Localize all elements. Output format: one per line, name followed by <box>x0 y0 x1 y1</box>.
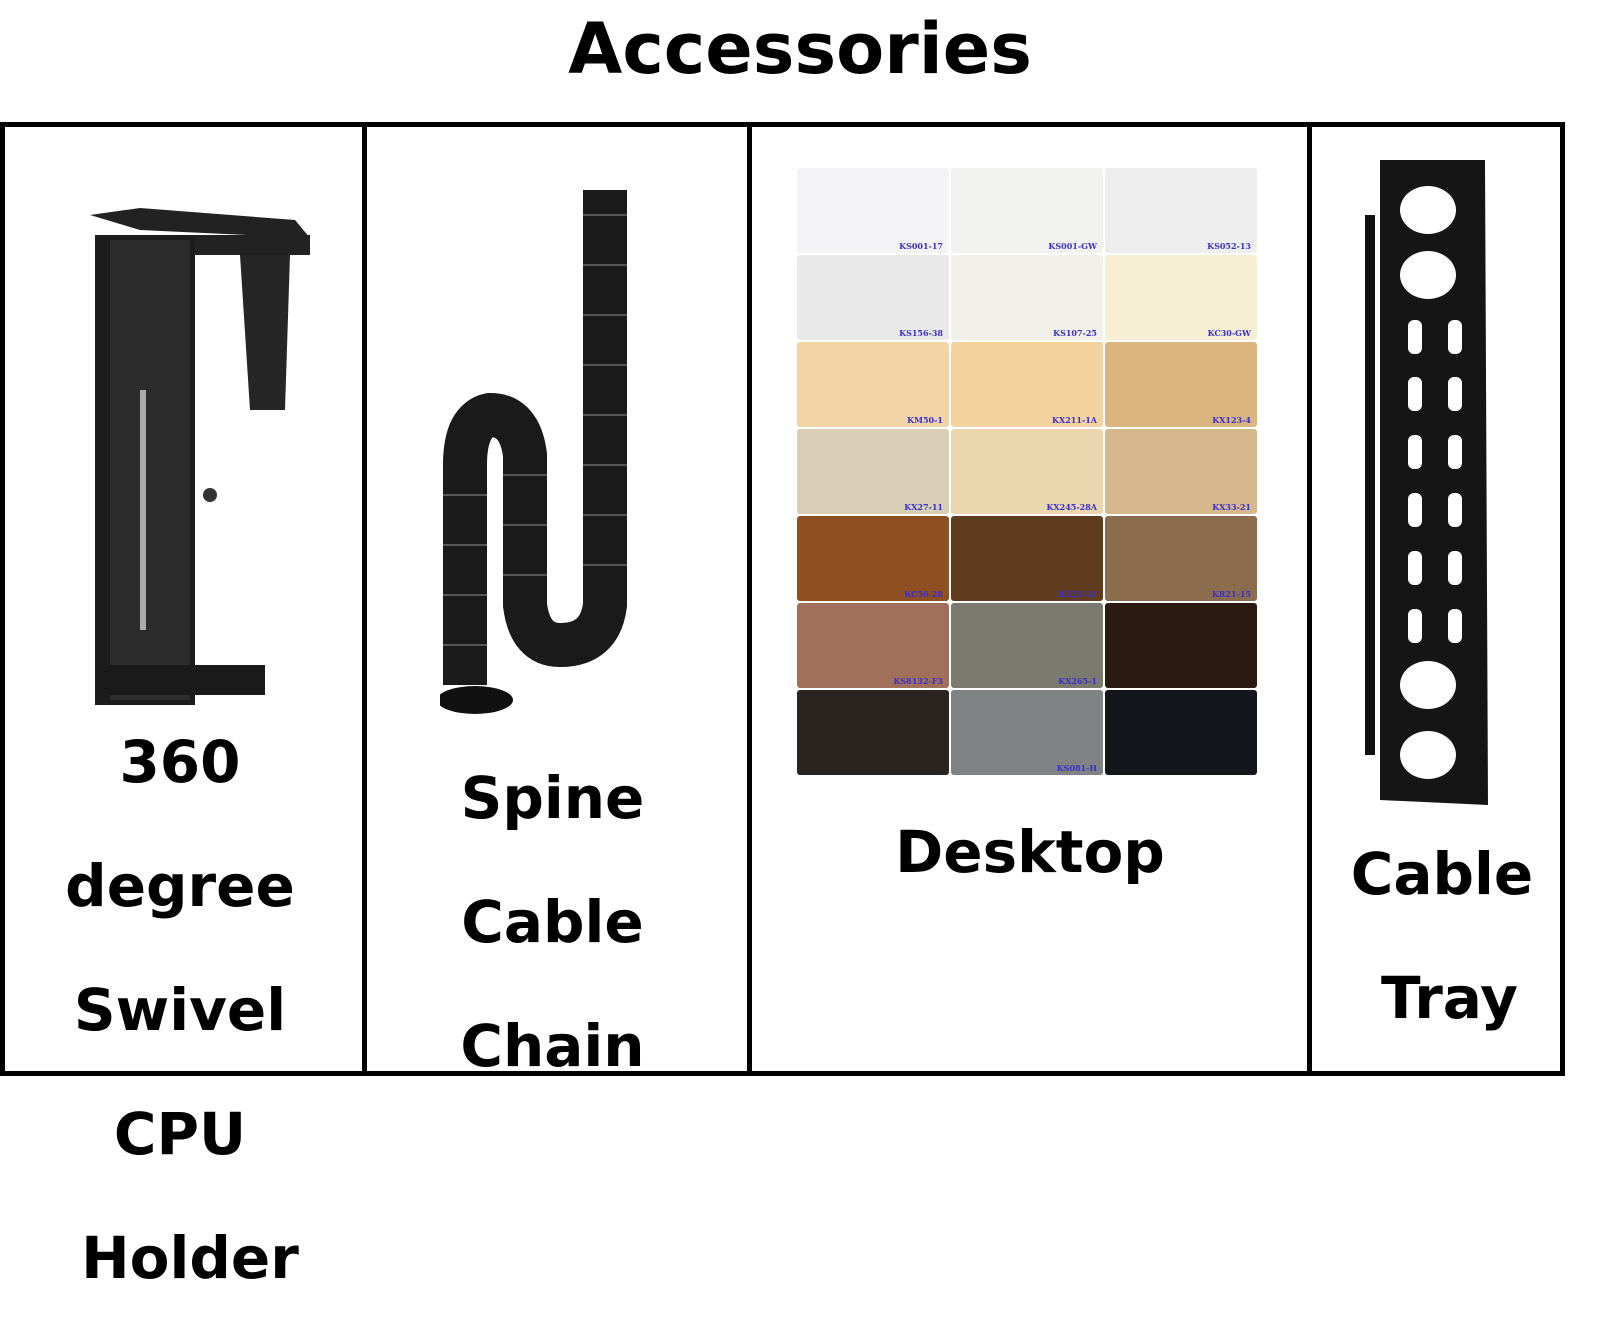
color-swatch: KS081-H <box>951 690 1103 775</box>
color-swatch: KM50-1 <box>797 342 949 427</box>
swatch-code: KC56-28 <box>904 589 943 599</box>
cpu-holder-label: 360 degree Swivel CPU Holder <box>5 700 355 1320</box>
swatch-code: KX265-1 <box>1058 676 1097 686</box>
color-swatch: KS001-GW <box>951 168 1103 253</box>
spine-cable-chain-image <box>440 190 627 714</box>
swatch-code: KS052-13 <box>1207 241 1251 251</box>
color-swatch: KX265-1 <box>951 603 1103 688</box>
swatch-code: KS081-H <box>1056 763 1097 773</box>
color-swatch: KC30-GW <box>1105 255 1257 340</box>
label-line: Spine Cable <box>460 764 645 956</box>
color-swatch: KS001-17 <box>797 168 949 253</box>
swatch-code: KM50-1 <box>907 415 943 425</box>
label-line: Cable <box>1350 840 1534 908</box>
column-divider <box>1307 127 1312 1071</box>
color-swatch: KX33-21 <box>1105 429 1257 514</box>
color-swatch <box>797 690 949 775</box>
swatch-code: KC30-GW <box>1207 328 1251 338</box>
label-line: Desktop <box>895 818 1165 886</box>
cable-tray-label: Cable Tray <box>1312 812 1572 1060</box>
color-swatch <box>1105 690 1257 775</box>
column-divider <box>362 127 367 1071</box>
swatch-code: KX245-28A <box>1046 502 1097 512</box>
swatch-code: KX27-11 <box>904 502 943 512</box>
label-line: Swivel CPU <box>73 976 287 1168</box>
color-swatch: KX245-28A <box>951 429 1103 514</box>
color-swatch: KC56-28 <box>797 516 949 601</box>
label-line: Tray <box>1381 964 1518 1032</box>
color-swatch <box>1105 603 1257 688</box>
swatch-code: KS156-38 <box>899 328 943 338</box>
desktop-label: Desktop <box>750 790 1310 914</box>
swatch-code: KX33-21 <box>1058 589 1097 599</box>
color-swatch: KR21-15 <box>1105 516 1257 601</box>
color-swatch: KX211-1A <box>951 342 1103 427</box>
column-divider <box>747 127 752 1071</box>
cable-tray-image <box>1365 160 1488 805</box>
color-swatch: KS8132-F3 <box>797 603 949 688</box>
color-swatch: KX33-21 <box>951 516 1103 601</box>
color-swatch: KX123-4 <box>1105 342 1257 427</box>
cpu-holder-image <box>90 208 310 705</box>
swatch-code: KS8132-F3 <box>893 676 943 686</box>
spine-cable-chain-label: Spine Cable Chain <box>365 736 740 1108</box>
swatch-code: KS001-17 <box>899 241 943 251</box>
color-swatch: KS156-38 <box>797 255 949 340</box>
page-title: Accessories <box>568 8 1032 90</box>
label-line: Holder <box>81 1224 299 1292</box>
accessories-panel <box>0 122 1565 1076</box>
swatch-code: KX33-21 <box>1212 502 1251 512</box>
swatch-code: KS107-25 <box>1053 328 1097 338</box>
color-swatch: KS052-13 <box>1105 168 1257 253</box>
swatch-code: KR21-15 <box>1211 589 1251 599</box>
label-line: Chain <box>460 1012 645 1080</box>
swatch-code: KX123-4 <box>1212 415 1251 425</box>
label-line: 360 degree <box>65 728 295 920</box>
swatch-code: KX211-1A <box>1052 415 1097 425</box>
color-swatch: KX27-11 <box>797 429 949 514</box>
swatch-code: KS001-GW <box>1048 241 1097 251</box>
color-swatch: KS107-25 <box>951 255 1103 340</box>
